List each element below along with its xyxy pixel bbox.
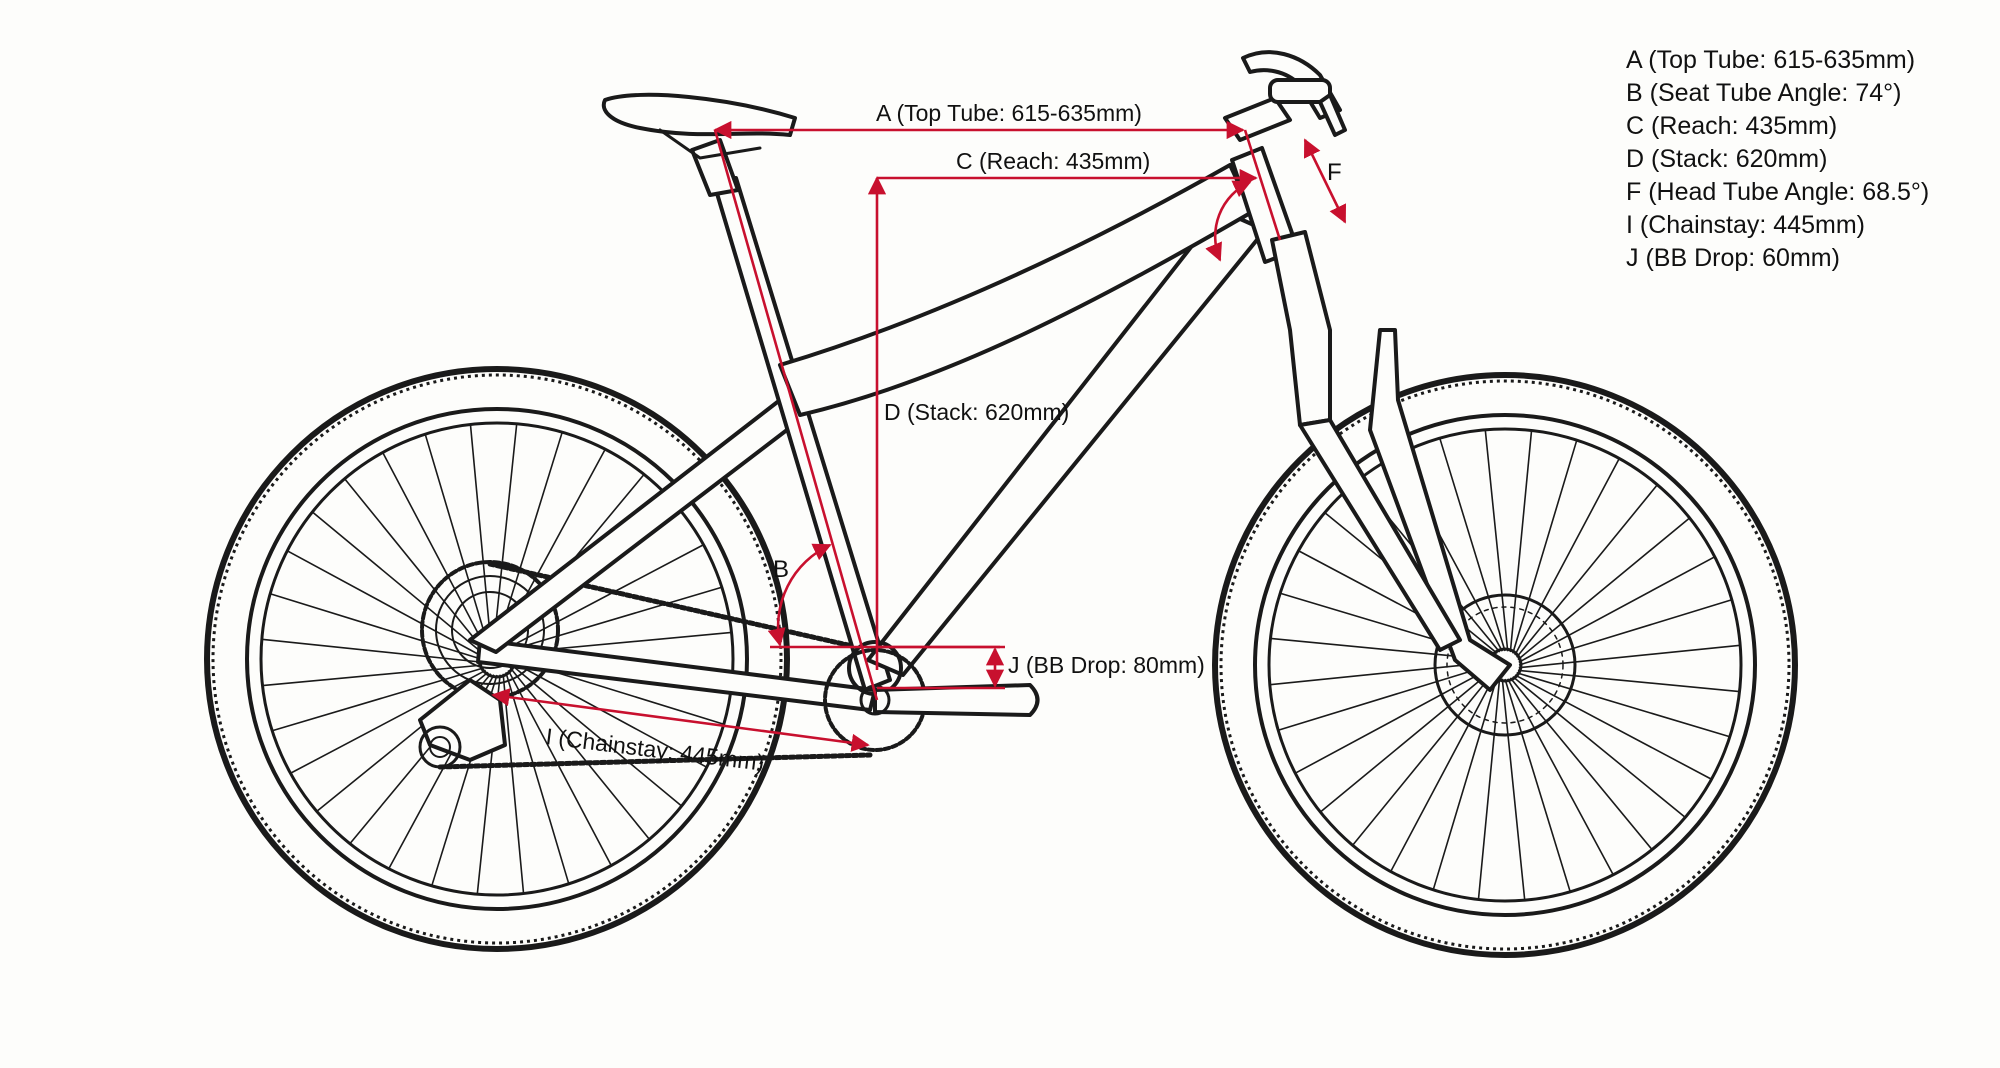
brake-lever xyxy=(1318,93,1347,137)
seatstay-tube xyxy=(468,398,802,654)
spoke xyxy=(1439,437,1506,652)
spoke xyxy=(1294,667,1492,774)
front-tire-outer xyxy=(1212,372,1798,958)
bb-drop-dimension-label: J (BB Drop: 80mm) xyxy=(1008,652,1205,678)
spoke xyxy=(1512,676,1686,818)
spoke xyxy=(1501,678,1526,901)
chainstay-dimension-line xyxy=(491,688,870,752)
spoke xyxy=(1514,458,1620,656)
chainstay-dimension-label: I (Chainstay: 445mm) xyxy=(544,723,765,776)
crankset xyxy=(823,648,1040,752)
front-tire-tread xyxy=(1219,379,1791,951)
spoke xyxy=(1507,678,1614,876)
spoke xyxy=(1477,677,1501,900)
legend-item-head-tube-angle: F (Head Tube Angle: 68.5°) xyxy=(1626,178,1930,206)
spoke xyxy=(502,673,525,894)
suspension-fork xyxy=(1270,230,1512,692)
spoke xyxy=(344,478,485,651)
head-tube-dimension-line xyxy=(1303,138,1347,224)
stem xyxy=(1223,96,1292,142)
seatpost-saddle xyxy=(601,92,797,197)
spoke xyxy=(1352,672,1494,846)
spoke xyxy=(1517,517,1691,661)
spoke xyxy=(1509,677,1653,851)
front-wheel xyxy=(1212,372,1798,958)
spoke xyxy=(469,424,492,645)
rear-tire-tread xyxy=(211,373,783,945)
legend-item-stack: D (Stack: 620mm) xyxy=(1626,145,1828,173)
spoke xyxy=(261,638,482,663)
legend: A (Top Tube: 615-635mm) B (Seat Tube Ang… xyxy=(1626,44,1929,275)
spoke xyxy=(1432,676,1498,891)
front-disc-holes xyxy=(1446,606,1564,724)
head-tube-angle-arc xyxy=(1205,180,1252,262)
spoke xyxy=(262,664,483,687)
head-tube-letter: F xyxy=(1327,159,1342,186)
legend-item-seat-tube-angle: B (Seat Tube Angle: 74°) xyxy=(1626,79,1902,107)
spoke xyxy=(1269,661,1492,686)
seat-angle-arc xyxy=(767,543,832,647)
spoke xyxy=(1277,664,1492,731)
legend-item-top-tube: A (Top Tube: 615-635mm) xyxy=(1626,46,1916,74)
grip xyxy=(1268,78,1332,104)
spoke xyxy=(424,433,489,646)
stack-dimension-label: D (Stack: 620mm) xyxy=(884,399,1069,425)
crank-arm xyxy=(873,683,1040,717)
rear-rim xyxy=(259,421,735,897)
spoke xyxy=(1504,678,1571,893)
fork-leg xyxy=(1298,418,1462,652)
cockpit xyxy=(1223,50,1347,142)
spoke xyxy=(1518,556,1716,663)
reach-dimension-label: C (Reach: 435mm) xyxy=(956,148,1150,174)
spoke xyxy=(1319,669,1493,813)
spoke xyxy=(1518,599,1733,666)
spoke xyxy=(269,593,482,660)
legend-item-chainstay: I (Chainstay: 445mm) xyxy=(1626,211,1865,239)
seat-angle-letter: B xyxy=(773,556,789,583)
spoke xyxy=(1509,430,1533,653)
spoke xyxy=(1518,644,1741,669)
spoke xyxy=(1390,674,1496,872)
head-tube-axis xyxy=(1243,129,1282,241)
spoke xyxy=(1516,484,1658,658)
fork-stanchion xyxy=(1270,230,1332,427)
legend-item-reach: C (Reach: 435mm) xyxy=(1626,112,1838,140)
spoke xyxy=(493,423,518,644)
legend-item-bb-drop: J (BB Drop: 60mm) xyxy=(1626,244,1840,272)
front-spokes xyxy=(1269,429,1741,901)
spoke xyxy=(286,550,482,657)
seat-tube-axis xyxy=(713,129,879,701)
spoke xyxy=(1517,669,1740,693)
spoke xyxy=(1512,439,1578,654)
spoke xyxy=(311,511,483,654)
spoke xyxy=(507,544,704,649)
spoke xyxy=(1516,672,1731,738)
front-disc-rotor xyxy=(1433,593,1577,737)
front-tire-inner xyxy=(1253,413,1757,917)
top-tube-dimension-label: A (Top Tube: 615-635mm) xyxy=(876,100,1142,126)
rear-tire-outer xyxy=(204,366,790,952)
spoke xyxy=(271,667,484,732)
spoke xyxy=(1484,429,1509,652)
seatpost xyxy=(690,138,740,197)
front-rim xyxy=(1267,427,1743,903)
spoke xyxy=(1514,674,1712,780)
rear-tire-inner xyxy=(245,407,749,911)
spoke xyxy=(382,452,487,649)
spoke xyxy=(496,431,563,644)
spoke xyxy=(510,586,723,651)
